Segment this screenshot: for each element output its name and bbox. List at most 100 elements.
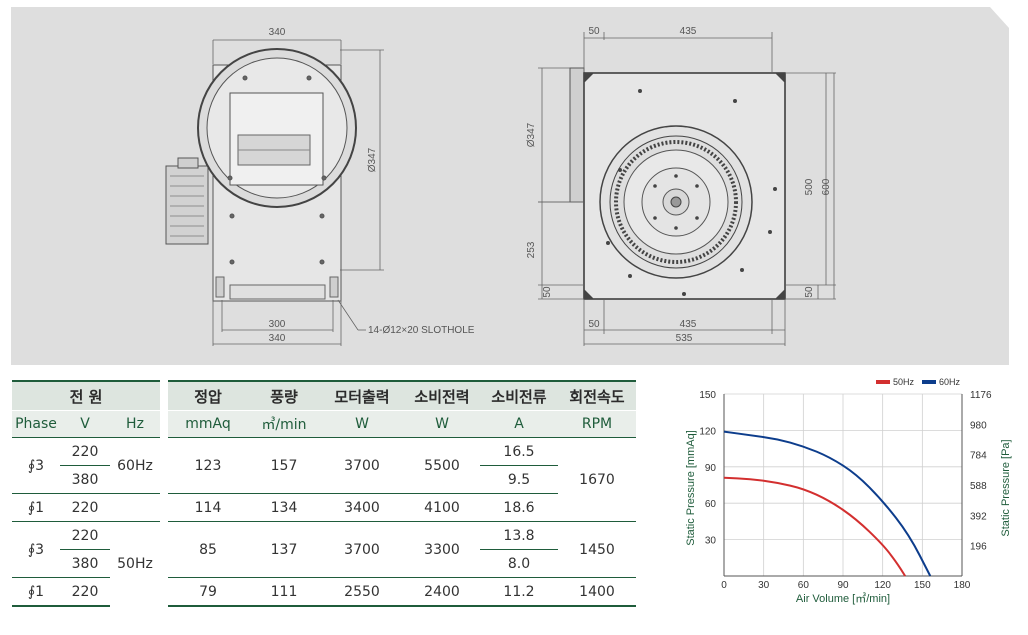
cell-current: 16.5 xyxy=(480,437,558,466)
cell-current: 11.2 xyxy=(480,577,558,607)
series-line-60hz xyxy=(723,430,932,577)
header-unit-pressure: mmAq xyxy=(168,410,248,438)
table-row: ∮3 220 60Hz 123 157 3700 5500 16.5 1670 xyxy=(12,437,636,488)
side-dim-bottom-435: 435 xyxy=(680,319,697,330)
cell-airflow: 157 xyxy=(270,457,298,474)
cell-pressure: 123 xyxy=(194,457,222,474)
cell-rpm: 1670 xyxy=(579,471,615,488)
y-tick-label: 120 xyxy=(699,426,716,437)
front-dim-bottom-inner: 300 xyxy=(269,319,286,330)
header-unit-consumption: W xyxy=(404,410,480,438)
header-airflow: 풍량 xyxy=(248,380,320,411)
x-tick-label: 180 xyxy=(954,580,971,591)
technical-drawing: 340 300 340 Ø347 14-Ø12×20 SLOTHOLE xyxy=(11,7,1009,365)
cell-consumption: 5500 xyxy=(424,457,460,474)
y2-tick-label: 980 xyxy=(970,420,987,431)
side-dim-50-left: 50 xyxy=(542,286,553,298)
legend-swatch-50hz xyxy=(876,380,890,384)
y-tick-label: 150 xyxy=(699,390,716,401)
cell-current: 9.5 xyxy=(507,471,531,488)
cell-rpm: 1400 xyxy=(558,577,636,607)
chart-y2-axis-label: Static Pressure [Pa] xyxy=(1000,439,1012,536)
header-hz: Hz xyxy=(110,410,160,438)
y2-tick-label: 392 xyxy=(970,511,987,522)
cell-airflow: 111 xyxy=(248,577,320,607)
cell-motor: 2550 xyxy=(320,577,404,607)
cell-current: 8.0 xyxy=(507,555,531,572)
cell-voltage: 220 xyxy=(60,437,110,466)
front-dim-top: 340 xyxy=(269,27,286,38)
cell-airflow: 137 xyxy=(248,521,320,578)
side-dim-top-left: 50 xyxy=(588,26,600,37)
impeller-blades xyxy=(614,140,738,264)
header-motor: 모터출력 xyxy=(320,380,404,411)
side-dim-diameter: Ø347 xyxy=(526,122,537,147)
header-v: V xyxy=(60,410,110,438)
cell-motor: 3700 xyxy=(344,457,380,474)
cell-voltage: 380 xyxy=(71,471,99,488)
page-corner xyxy=(990,7,1009,28)
header-phase: Phase xyxy=(12,410,60,438)
x-tick-label: 60 xyxy=(798,580,810,591)
y2-tick-label: 1176 xyxy=(970,390,992,401)
cell-hz: 50Hz xyxy=(110,521,160,606)
cell-phase: ∮3 xyxy=(12,521,60,578)
cell-voltage: 220 xyxy=(60,521,110,550)
side-view xyxy=(569,67,786,300)
table-row: ∮3 220 50Hz 85 137 3700 3300 13.8 1450 xyxy=(12,521,636,606)
table-row: 380 8.0 xyxy=(12,549,636,578)
side-dim-253: 253 xyxy=(526,241,537,258)
drawing-background xyxy=(11,7,1009,365)
cell-consumption: 2400 xyxy=(404,577,480,607)
series-line-50hz xyxy=(723,476,906,577)
cell-phase: ∮1 xyxy=(12,577,60,607)
cell-current: 13.8 xyxy=(480,521,558,550)
side-dim-top-right: 435 xyxy=(680,26,697,37)
x-tick-label: 120 xyxy=(874,580,891,591)
y-tick-label: 60 xyxy=(705,499,717,510)
motor-cap xyxy=(177,157,199,169)
header-unit-motor: W xyxy=(320,410,404,438)
y2-tick-label: 196 xyxy=(970,542,987,553)
header-pressure: 정압 xyxy=(168,380,248,411)
table-header-row-2: Phase V Hz mmAq ㎥/min W W A RPM xyxy=(12,410,636,438)
cell-pressure: 79 xyxy=(168,577,248,607)
cell-phase: ∮3 xyxy=(27,457,45,474)
y-tick-label: 30 xyxy=(705,536,717,547)
x-tick-label: 0 xyxy=(721,580,727,591)
y-tick-label: 90 xyxy=(705,463,717,474)
front-dim-bottom-outer: 340 xyxy=(269,333,286,344)
side-dimensions xyxy=(538,32,836,346)
legend-label-50hz: 50Hz xyxy=(893,377,915,387)
table-row: ∮1 220 79 111 2550 2400 11.2 1400 xyxy=(12,577,636,607)
x-tick-label: 90 xyxy=(837,580,849,591)
side-dim-bottom-535: 535 xyxy=(676,333,693,344)
y2-tick-label: 588 xyxy=(970,481,987,492)
side-dim-600: 600 xyxy=(821,178,832,195)
cell-pressure: 85 xyxy=(168,521,248,578)
side-flange xyxy=(569,67,585,203)
cell-consumption: 3300 xyxy=(404,521,480,578)
header-unit-current: A xyxy=(480,410,558,438)
cell-voltage: 220 xyxy=(60,577,110,607)
header-speed: 회전속도 xyxy=(558,380,636,411)
table-header-row-1: 전 원 정압 풍량 모터출력 소비전력 소비전류 회전속도 xyxy=(12,380,636,411)
cell-motor: 3400 xyxy=(320,493,404,522)
cell-pressure: 114 xyxy=(168,493,248,522)
side-dim-500: 500 xyxy=(804,178,815,195)
table-row: ∮1 220 114 134 3400 4100 18.6 xyxy=(12,493,636,522)
side-dim-50-right: 50 xyxy=(804,286,815,298)
cell-motor: 3700 xyxy=(320,521,404,578)
cell-voltage: 220 xyxy=(60,493,110,522)
housing-base xyxy=(229,284,326,300)
cell-phase: ∮1 xyxy=(12,493,60,522)
header-unit-airflow: ㎥/min xyxy=(248,410,320,438)
table-row: 380 9.5 xyxy=(12,465,636,494)
y2-tick-label: 784 xyxy=(970,451,987,462)
cell-voltage: 380 xyxy=(71,555,99,572)
cell-rpm: 1450 xyxy=(558,521,636,578)
chart-x-axis-label: Air Volume [㎥/min] xyxy=(796,592,890,605)
